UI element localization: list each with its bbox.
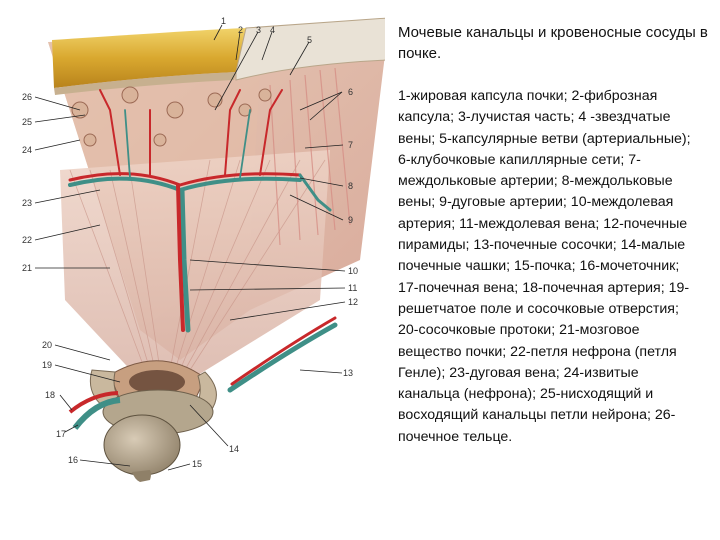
label-21: 21 — [22, 263, 32, 273]
label-2: 2 — [238, 25, 243, 35]
label-11: 11 — [348, 283, 357, 293]
label-8: 8 — [348, 181, 353, 191]
label-15: 15 — [192, 459, 202, 469]
blood-vessels — [68, 89, 338, 393]
label-13: 13 — [343, 368, 353, 378]
label-18: 18 — [45, 390, 55, 400]
slide-title: Мочевые канальцы и кровеносные сосуды в … — [398, 24, 708, 62]
medullary-striations — [69, 159, 326, 371]
label-1: 1 — [221, 16, 226, 26]
label-24: 24 — [22, 145, 32, 155]
label-17: 17 — [56, 429, 66, 439]
label-23: 23 — [22, 198, 32, 208]
figure-legend: 1-жировая капсула почки; 2-фиброзная кап… — [398, 88, 691, 445]
label-26: 26 — [22, 92, 32, 102]
label-3: 3 — [256, 25, 261, 35]
label-7: 7 — [348, 140, 353, 150]
label-20: 20 — [42, 340, 52, 350]
label-19: 19 — [42, 360, 52, 370]
ureter — [103, 414, 181, 482]
fibrous-capsule — [235, 17, 385, 81]
label-6: 6 — [348, 87, 353, 97]
label-10: 10 — [348, 266, 358, 276]
label-22: 22 — [22, 235, 32, 245]
label-14: 14 — [229, 444, 239, 454]
leader-lines — [34, 24, 346, 471]
label-9: 9 — [348, 215, 353, 225]
label-12: 12 — [348, 297, 358, 307]
label-4: 4 — [270, 25, 275, 35]
label-5: 5 — [307, 35, 312, 45]
label-16: 16 — [68, 455, 78, 465]
renal-hilum-vessels — [68, 391, 121, 430]
label-25: 25 — [22, 117, 32, 127]
kidney-anatomy-illustration: 1 2 3 4 5 6 7 8 9 10 11 12 13 14 15 16 1… — [22, 16, 385, 482]
figure-labels: 1 2 3 4 5 6 7 8 9 10 11 12 13 14 15 16 1… — [22, 16, 358, 469]
glomeruli — [71, 86, 272, 147]
renal-papilla — [109, 360, 206, 401]
